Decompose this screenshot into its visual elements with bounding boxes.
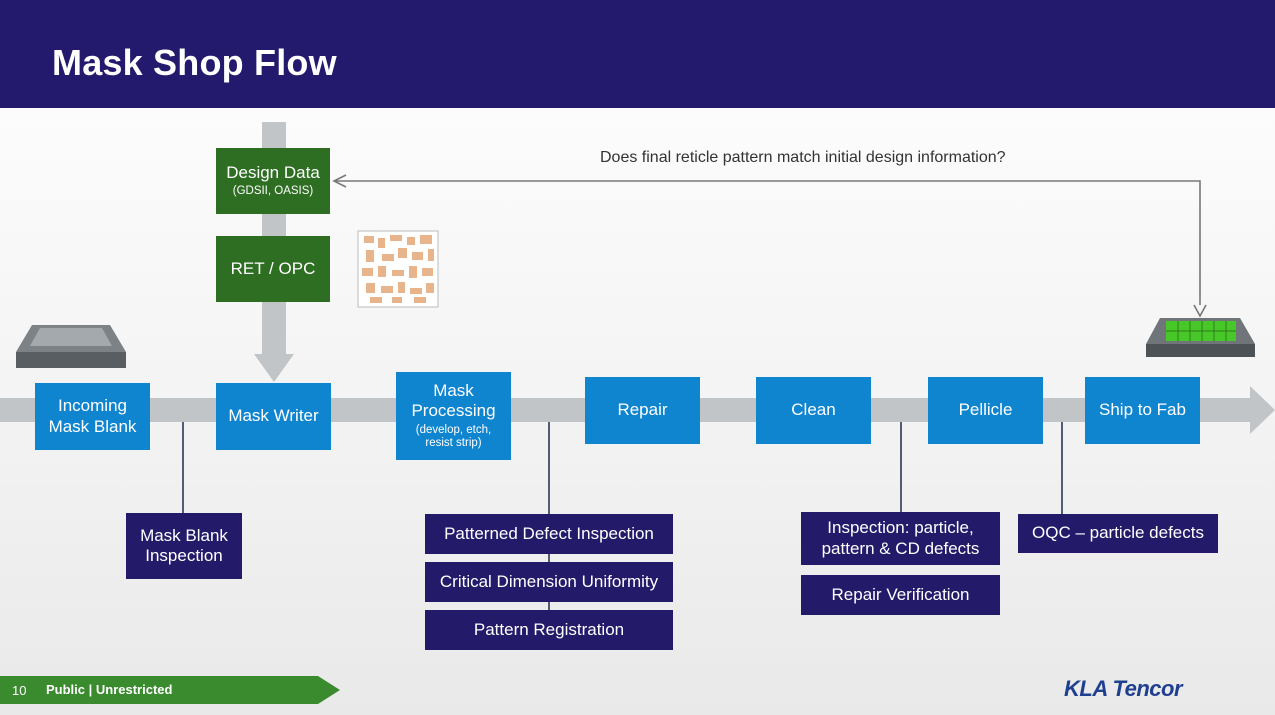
feedback-arrowhead-left bbox=[332, 174, 347, 188]
design-data-sublabel: (GDSII, OASIS) bbox=[232, 185, 314, 198]
feedback-arrowhead-down bbox=[1193, 304, 1207, 318]
design-data-box: Design Data (GDSII, OASIS) bbox=[216, 148, 330, 214]
oqc-label: OQC – particle defects bbox=[1032, 523, 1204, 543]
particle-inspection-label: Inspection: particle, pattern & CD defec… bbox=[821, 518, 980, 558]
classification-label: Public | Unrestricted bbox=[46, 682, 173, 697]
ship-to-fab-label: Ship to Fab bbox=[1099, 400, 1186, 420]
cd-uniformity-box: Critical Dimension Uniformity bbox=[425, 562, 673, 602]
finished-reticle-image bbox=[1146, 318, 1255, 357]
repair-verification-label: Repair Verification bbox=[831, 584, 970, 604]
cd-uniformity-label: Critical Dimension Uniformity bbox=[439, 571, 659, 591]
pattern-registration-label: Pattern Registration bbox=[473, 619, 625, 639]
footer-band bbox=[0, 676, 340, 704]
mask-blank-image bbox=[16, 325, 126, 368]
mask-processing-box: Mask Processing (develop, etch, resist s… bbox=[396, 372, 511, 460]
page-number: 10 bbox=[12, 683, 27, 698]
mask-writer-label: Mask Writer bbox=[228, 406, 319, 426]
repair-label: Repair bbox=[617, 400, 668, 420]
repair-verification-box: Repair Verification bbox=[801, 575, 1000, 615]
clean-label: Clean bbox=[791, 400, 836, 420]
design-feed-arrowhead bbox=[254, 354, 294, 382]
feedback-loop-line bbox=[336, 180, 1201, 305]
ship-to-fab-box: Ship to Fab bbox=[1085, 377, 1200, 444]
opc-pattern-image bbox=[357, 230, 439, 308]
mask-blank-inspection-label: Mask Blank Inspection bbox=[140, 525, 228, 565]
particle-inspection-box: Inspection: particle, pattern & CD defec… bbox=[801, 512, 1000, 565]
repair-box: Repair bbox=[585, 377, 700, 444]
oqc-box: OQC – particle defects bbox=[1018, 514, 1218, 553]
design-data-label: Design Data bbox=[226, 162, 320, 182]
clean-box: Clean bbox=[756, 377, 871, 444]
title-bar: Mask Shop Flow bbox=[0, 0, 1275, 108]
incoming-mask-blank-label: Incoming Mask Blank bbox=[48, 396, 137, 436]
mask-processing-sublabel: (develop, etch, resist strip) bbox=[415, 423, 492, 450]
mask-blank-inspection-box: Mask Blank Inspection bbox=[126, 513, 242, 579]
feedback-question: Does final reticle pattern match initial… bbox=[600, 149, 1006, 166]
mask-writer-box: Mask Writer bbox=[216, 383, 331, 450]
pattern-registration-box: Pattern Registration bbox=[425, 610, 673, 650]
pellicle-label: Pellicle bbox=[958, 400, 1013, 420]
incoming-mask-blank-box: Incoming Mask Blank bbox=[35, 383, 150, 450]
patterned-defect-inspection-label: Patterned Defect Inspection bbox=[444, 523, 654, 543]
ret-opc-box: RET / OPC bbox=[216, 236, 330, 302]
patterned-defect-inspection-box: Patterned Defect Inspection bbox=[425, 514, 673, 554]
main-flow-arrowhead bbox=[1250, 386, 1275, 434]
pellicle-box: Pellicle bbox=[928, 377, 1043, 444]
company-logo: KLA Tencor bbox=[1064, 676, 1183, 701]
ret-opc-label: RET / OPC bbox=[230, 258, 316, 278]
mask-processing-label: Mask Processing bbox=[411, 380, 496, 421]
page-title: Mask Shop Flow bbox=[52, 42, 337, 83]
